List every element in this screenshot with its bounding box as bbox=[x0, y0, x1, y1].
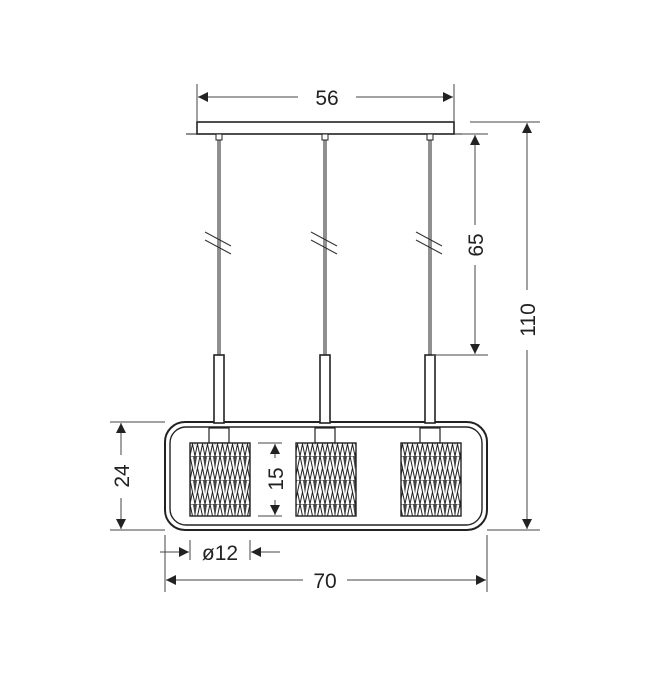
cable-cap bbox=[427, 134, 433, 140]
dim-shade-height: 15 bbox=[265, 467, 288, 490]
dim-shade-diameter: ø12 bbox=[202, 542, 238, 565]
cable-sleeve bbox=[320, 355, 330, 423]
pendants bbox=[190, 134, 461, 516]
cable-cap bbox=[216, 134, 222, 140]
dim-total-height: 110 bbox=[517, 303, 540, 336]
dim-frame-height: 24 bbox=[111, 464, 134, 488]
socket bbox=[315, 428, 335, 443]
dim-cable-length: 65 bbox=[465, 233, 488, 256]
cable-sleeve bbox=[425, 355, 435, 423]
dim-frame-width: 70 bbox=[313, 570, 336, 593]
socket bbox=[420, 428, 440, 443]
crystal-shade bbox=[190, 443, 250, 516]
socket bbox=[209, 428, 229, 443]
ceiling-canopy bbox=[186, 122, 462, 134]
cable-cap bbox=[322, 134, 328, 140]
dim-canopy-width: 56 bbox=[315, 87, 338, 110]
cable-sleeve bbox=[214, 355, 224, 423]
crystal-shade bbox=[401, 443, 461, 516]
crystal-shade bbox=[296, 443, 356, 516]
